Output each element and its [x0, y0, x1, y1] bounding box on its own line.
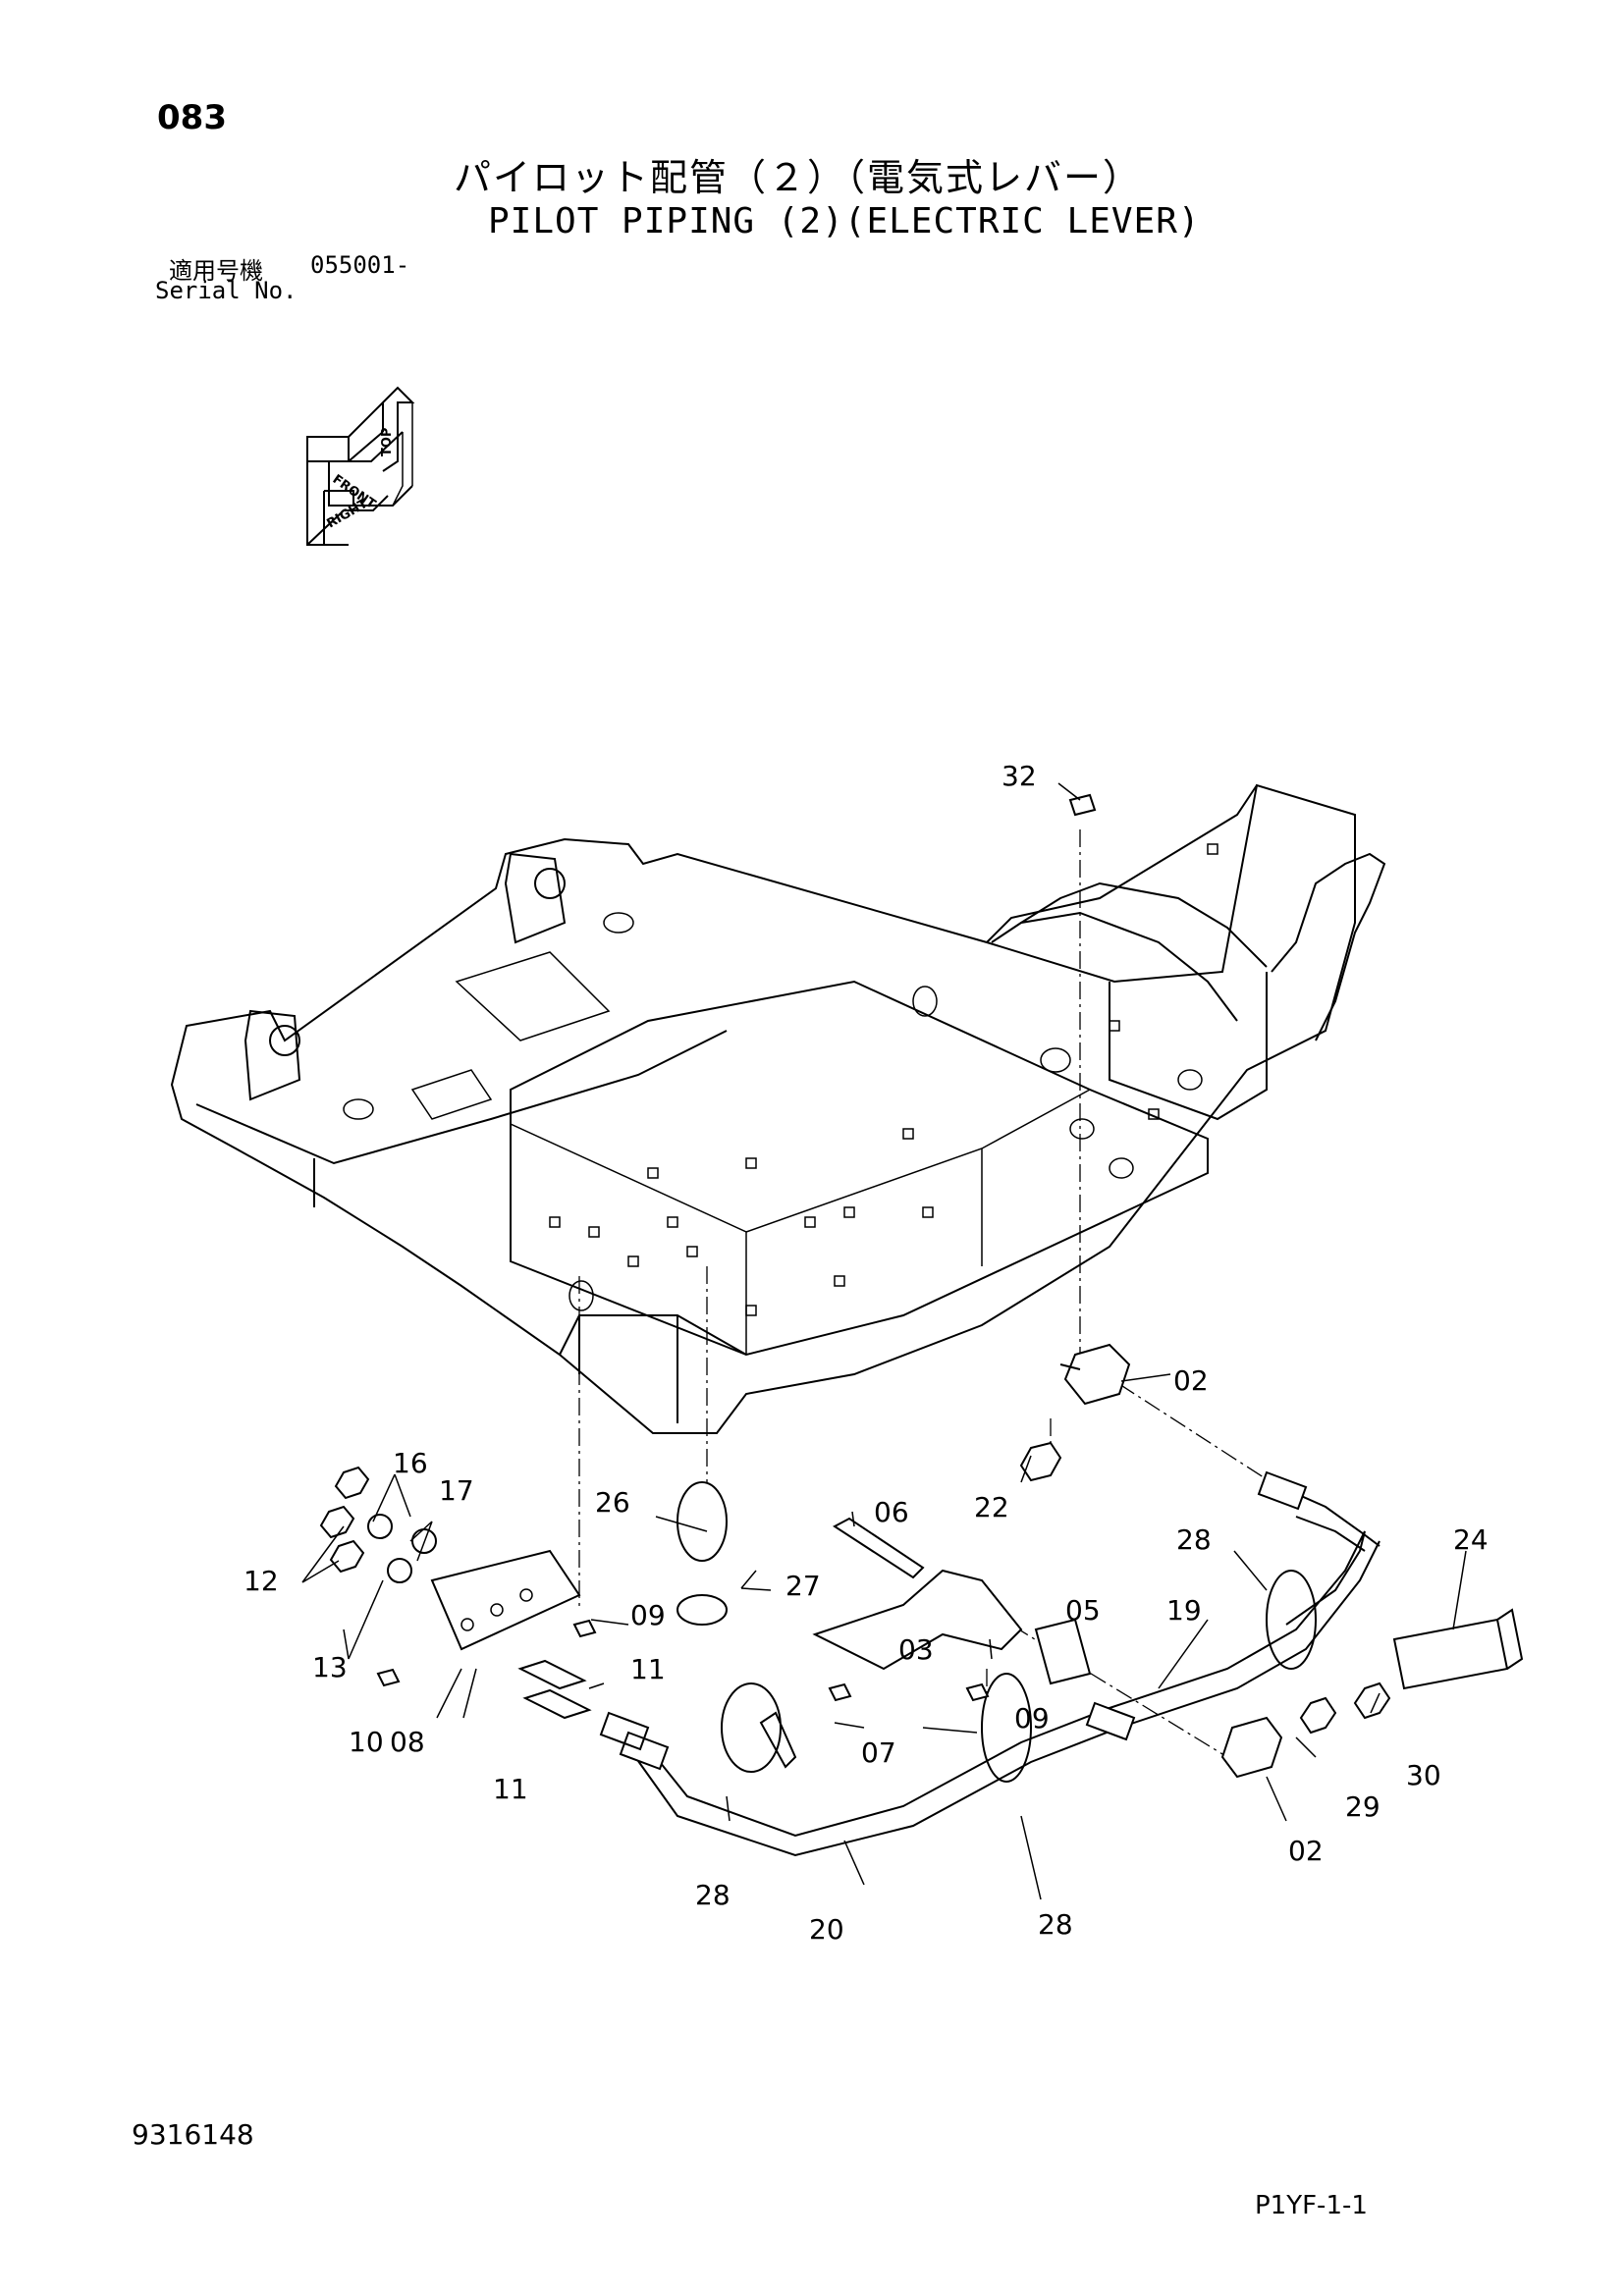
- assembly-leader-lines: [578, 829, 1287, 1758]
- serial-number-value: 055001-: [310, 251, 410, 279]
- callout-label: 08: [390, 1726, 425, 1758]
- page-number: 083: [157, 98, 227, 137]
- hose-assembly-drawing: [599, 1470, 1380, 1857]
- orientation-right-label: RIGHT: [325, 497, 371, 532]
- orientation-indicator: TOP FRONT RIGHT: [306, 386, 415, 546]
- callout-leader-lines: [301, 782, 1467, 1900]
- orientation-top-label: TOP: [380, 428, 395, 456]
- callout-label: 06: [874, 1496, 909, 1528]
- serial-label-english: Serial No.: [155, 277, 298, 304]
- upper-frame-drawing: [170, 783, 1386, 1434]
- callout-label: 24: [1453, 1523, 1489, 1556]
- callout-label: 28: [695, 1879, 731, 1911]
- callout-label: 09: [1014, 1702, 1050, 1735]
- callout-labels: 32 02 22 16 17 26 06 28 24 12 27 09 05 1…: [244, 760, 1489, 1946]
- callout-label: 09: [630, 1599, 666, 1631]
- callout-label: 03: [898, 1633, 934, 1666]
- callout-label: 13: [312, 1651, 348, 1683]
- callout-label: 02: [1173, 1364, 1209, 1397]
- callout-label: 30: [1406, 1759, 1441, 1791]
- callout-label: 29: [1345, 1790, 1380, 1823]
- title-english: PILOT PIPING (2)(ELECTRIC LEVER): [488, 201, 1201, 241]
- callout-label: 27: [785, 1570, 821, 1602]
- callout-label: 22: [974, 1491, 1009, 1523]
- callout-label: 32: [1001, 760, 1037, 792]
- callout-label: 05: [1065, 1594, 1101, 1627]
- callout-label: 28: [1038, 1908, 1073, 1941]
- callout-label: 16: [393, 1447, 428, 1479]
- callout-label: 07: [861, 1736, 896, 1769]
- callout-label: 02: [1288, 1835, 1324, 1867]
- callout-label: 11: [630, 1653, 666, 1685]
- callout-label: 19: [1166, 1594, 1202, 1627]
- callout-label: 17: [439, 1474, 474, 1507]
- small-parts-drawing: [319, 793, 1524, 1779]
- sheet-code: P1YF-1-1: [1255, 2191, 1368, 2220]
- title-japanese: パイロット配管（２）（電気式レバー）: [454, 156, 1143, 199]
- callout-label: 12: [244, 1565, 279, 1597]
- callout-label: 10: [349, 1726, 384, 1758]
- callout-label: 26: [595, 1486, 630, 1519]
- callout-label: 20: [809, 1913, 844, 1946]
- serial-label-japanese: 適用号機: [169, 257, 263, 285]
- callout-label: 11: [493, 1773, 528, 1805]
- drawing-number: 9316148: [132, 2118, 254, 2151]
- callout-label: 28: [1176, 1523, 1212, 1556]
